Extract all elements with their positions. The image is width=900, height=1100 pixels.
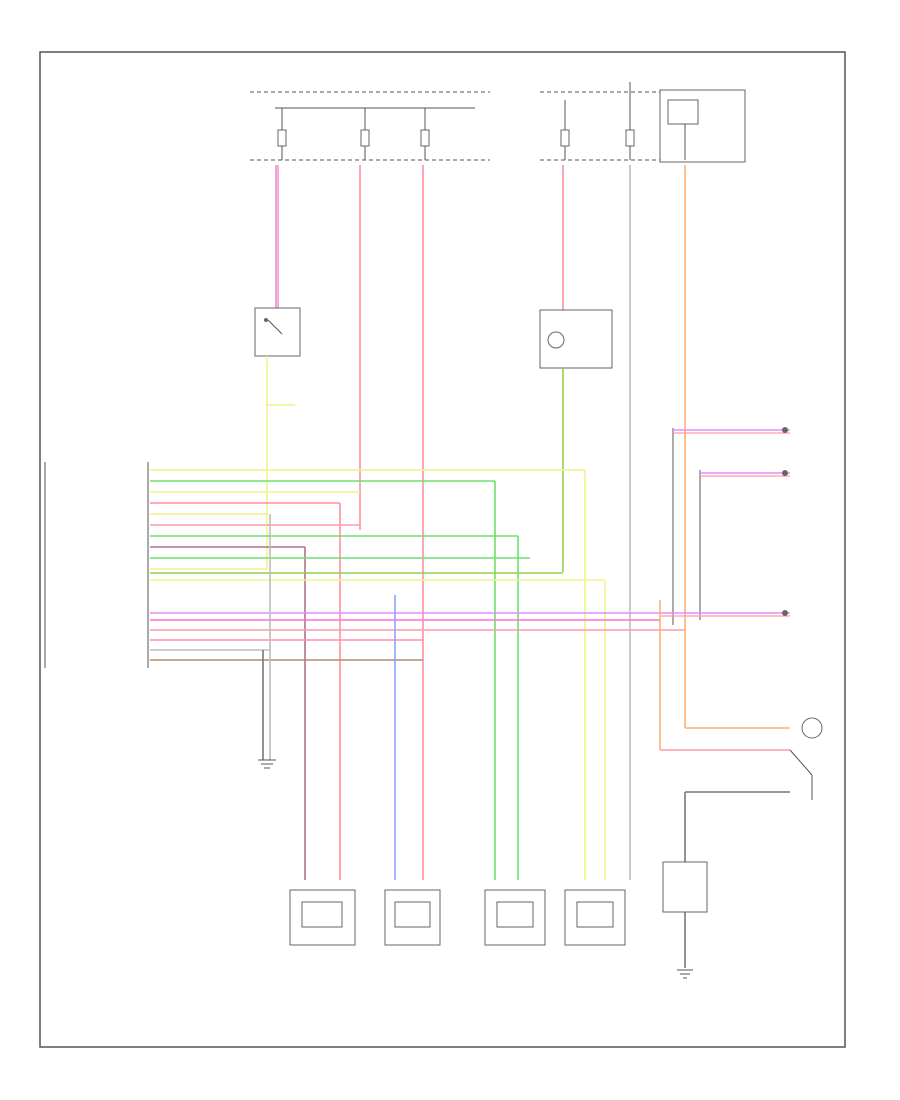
wheel-speed-sensors [289, 889, 626, 946]
pressure-switch [539, 309, 613, 572]
switch-symbol [662, 717, 823, 913]
wheel-speed-sensor-symbol [484, 889, 546, 946]
fuse-symbol [277, 82, 686, 160]
connector-block [44, 462, 149, 668]
fuse-box [250, 89, 746, 163]
ground-symbol [258, 759, 276, 769]
ground-symbol-lower [677, 969, 693, 979]
brake-switch [254, 307, 301, 570]
diagram-frame [39, 51, 846, 1048]
feed-wires [275, 165, 686, 880]
right-components [660, 427, 790, 625]
relay-symbol [667, 99, 699, 125]
module-wires [150, 469, 790, 968]
